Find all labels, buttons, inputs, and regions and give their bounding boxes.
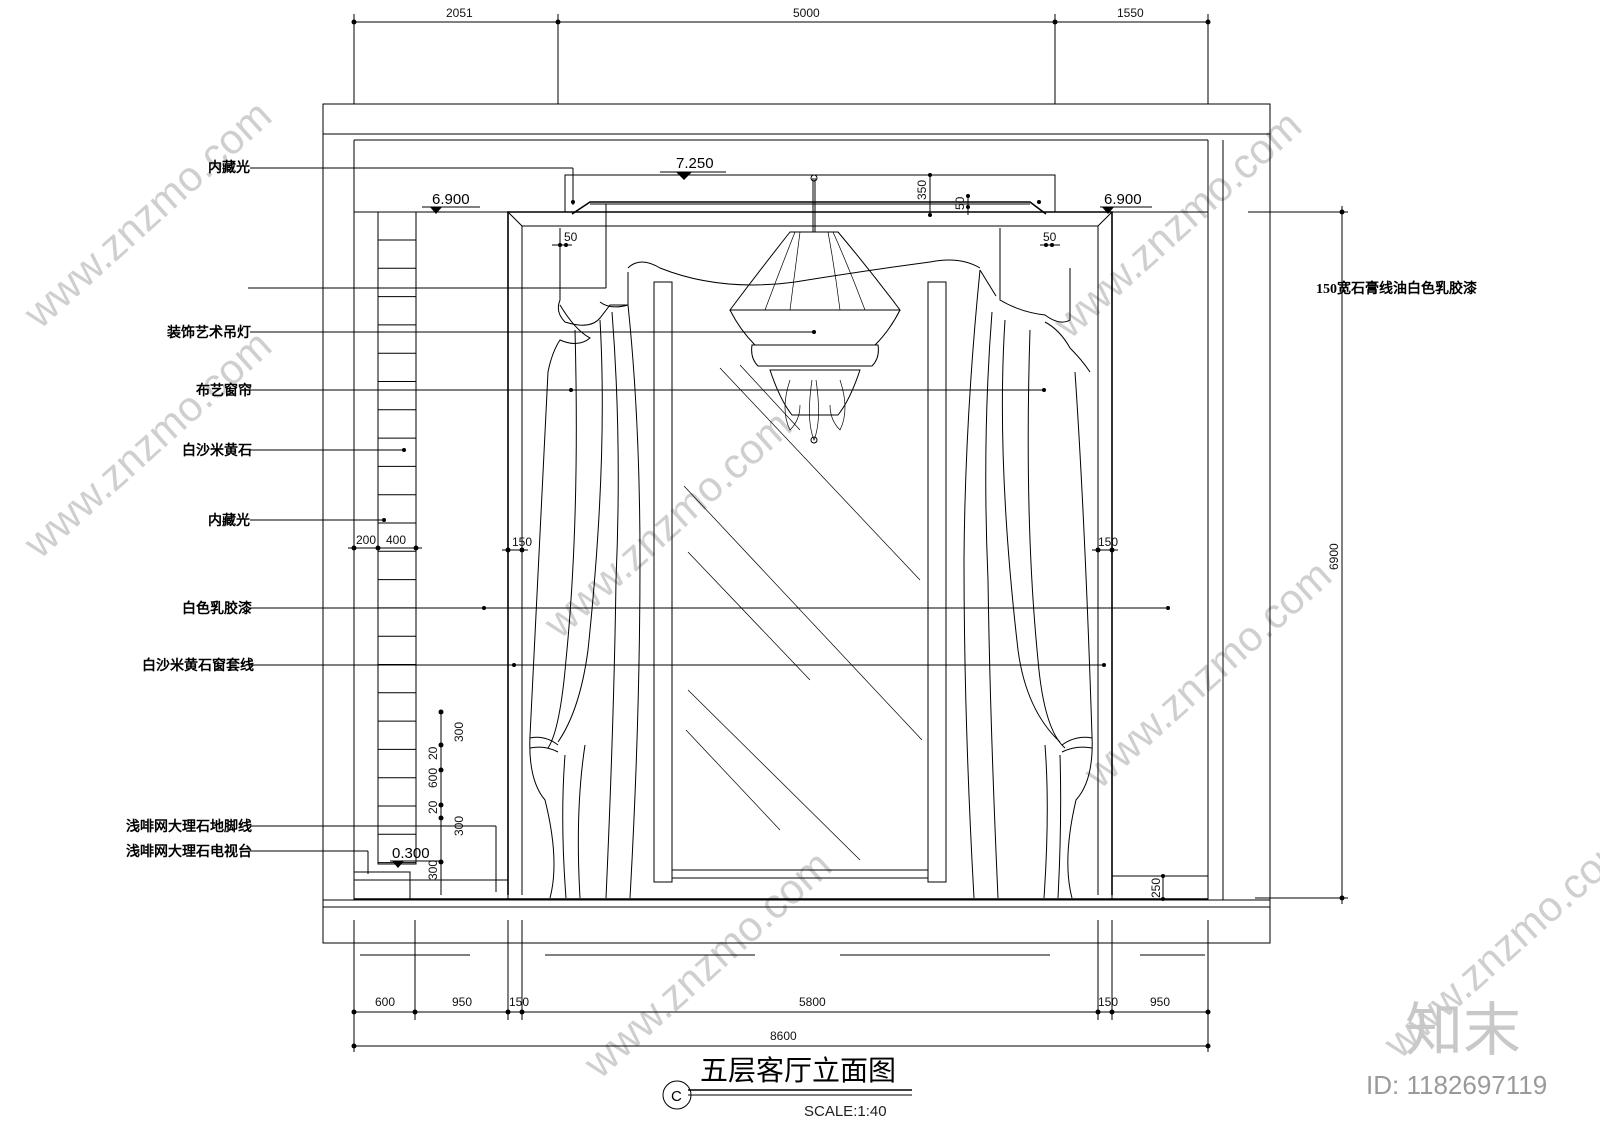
dim-bottom-150-left: 150 <box>509 995 529 1009</box>
watermark-layer: www.znzmo.com www.znzmo.com www.znzmo.co… <box>14 91 1600 1087</box>
label-skirting: 浅啡网大理石地脚线 <box>126 818 252 835</box>
dim-50-right: 50 <box>1043 230 1057 244</box>
logo-text: 知末 <box>1405 998 1521 1063</box>
left-annotations: 内藏光 装饰艺术吊灯 布艺窗帘 白沙米黄石 内藏光 白色乳胶漆 白沙米黄石窗套线… <box>126 159 1170 892</box>
dim-lower-2: 20 <box>426 746 440 760</box>
dim-150-right: 150 <box>1098 535 1118 549</box>
floor-details <box>353 871 1209 901</box>
drawing-title: 五层客厅立面图 <box>700 1055 896 1087</box>
label-plaster-line: 150宽石膏线油白色乳胶漆 <box>1316 280 1477 297</box>
dim-350: 350 <box>915 180 929 200</box>
label-curtain: 布艺窗帘 <box>196 382 252 399</box>
watermark-id: ID: 1182697119 <box>1366 1070 1547 1100</box>
title-block: 五层客厅立面图 C SCALE:1:40 <box>662 1055 912 1120</box>
dim-bottom-total: 8600 <box>770 1029 797 1043</box>
fabric-curtains <box>529 228 1093 899</box>
dim-bottom-950-left: 950 <box>452 995 472 1009</box>
right-annotations: 150宽石膏线油白色乳胶漆 6900 <box>1248 206 1477 904</box>
dim-bottom-600: 600 <box>375 995 395 1009</box>
elevation-marks: 7.250 6.900 6.900 0.300 <box>390 155 1152 868</box>
dim-150-left: 150 <box>512 535 532 549</box>
label-tv-counter: 浅啡网大理石电视台 <box>126 843 252 860</box>
bottom-dimension-chain: 600 950 150 5800 150 950 8600 <box>351 920 1211 1052</box>
section-mark: C <box>671 1088 682 1105</box>
dim-6900: 6900 <box>1327 543 1341 570</box>
top-dimension-chain: 2051 5000 1550 <box>351 6 1211 104</box>
chandelier <box>728 174 902 444</box>
drawing-scale: SCALE:1:40 <box>804 1103 887 1120</box>
curtain-pelmet <box>564 174 1056 215</box>
dim-400: 400 <box>386 533 406 547</box>
dim-lower-6: 300 <box>426 860 440 880</box>
stone-pilaster <box>377 211 417 865</box>
elevation-0300: 0.300 <box>392 845 430 862</box>
inner-dimension-marks: 200 400 150 150 50 50 350 50 300 20 600 … <box>348 173 1165 901</box>
elevation-6900-right: 6.900 <box>1104 191 1142 208</box>
dim-bottom-5800: 5800 <box>799 995 826 1009</box>
logo-watermark: 知末 ID: 1182697119 <box>1366 998 1547 1100</box>
label-white-latex: 白色乳胶漆 <box>182 600 252 617</box>
elevation-7250: 7.250 <box>676 155 714 172</box>
dim-top-middle: 5000 <box>793 6 820 20</box>
dim-200: 200 <box>356 533 376 547</box>
dim-lower-3: 600 <box>426 768 440 788</box>
dim-bottom-950-right: 950 <box>1150 995 1170 1009</box>
dim-50-pelmet: 50 <box>953 196 967 210</box>
watermark-text: www.znzmo.com <box>14 91 280 337</box>
dim-top-left: 2051 <box>446 6 473 20</box>
label-window-casing: 白沙米黄石窗套线 <box>142 657 254 674</box>
elevation-6900-left: 6.900 <box>432 191 470 208</box>
label-hidden-light: 内藏光 <box>208 512 250 529</box>
label-beige-stone: 白沙米黄石 <box>182 442 252 459</box>
dim-250: 250 <box>1149 878 1163 898</box>
label-chandelier: 装饰艺术吊灯 <box>166 324 251 341</box>
label-hidden-light-top: 内藏光 <box>208 159 250 176</box>
dim-50-left: 50 <box>564 230 578 244</box>
dim-top-right: 1550 <box>1117 6 1144 20</box>
dim-bottom-150-right: 150 <box>1098 995 1118 1009</box>
watermark-text: www.znzmo.com <box>534 401 800 647</box>
dim-lower-4: 20 <box>426 800 440 814</box>
dim-lower-1: 300 <box>452 722 466 742</box>
watermark-text: www.znzmo.com <box>1074 551 1340 797</box>
